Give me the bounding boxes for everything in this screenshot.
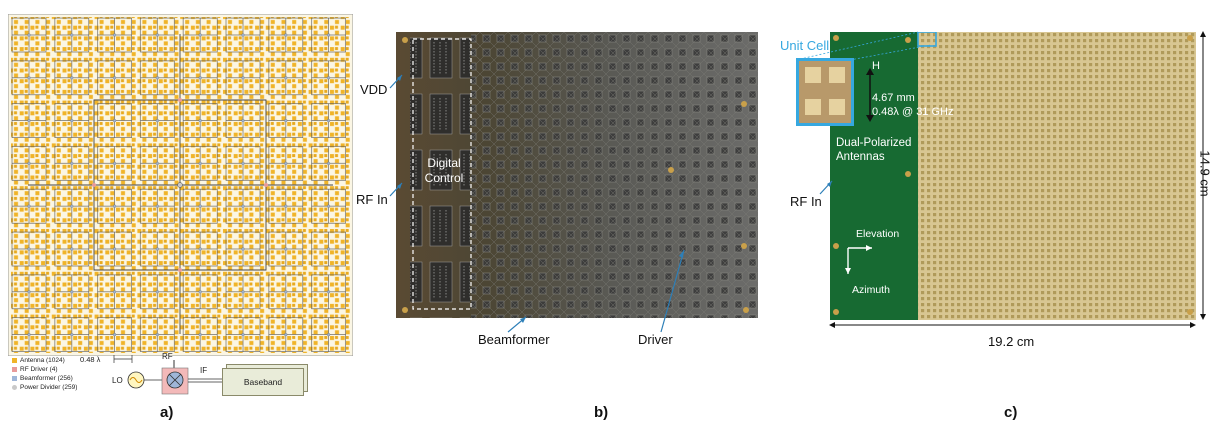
baseband-label: Baseband (243, 377, 283, 387)
rf-driver-swatch (12, 367, 17, 372)
width-label: 19.2 cm (988, 334, 1035, 349)
driver-arrow (660, 249, 685, 333)
spacing-label: 0.48 λ (80, 355, 101, 364)
unit-cell-label: Unit Cell (780, 38, 830, 53)
rf-label: RF (162, 352, 173, 361)
rf-in-label-b: RF In (356, 192, 388, 207)
height-dimension-arrow (1200, 31, 1206, 320)
width-dimension-arrow (829, 322, 1196, 328)
baseband-box: Baseband (222, 368, 304, 396)
patch-4 (829, 99, 845, 115)
spacing-arrow (113, 355, 133, 363)
beamformer-swatch (12, 376, 17, 381)
patch-1 (805, 67, 821, 83)
vdd-arrow (389, 74, 403, 89)
dual-pol-label: Dual-Polarized Antennas (836, 137, 912, 163)
h-label: H (872, 60, 880, 72)
panel-c: Unit Cell H 4.67 mm 0.48λ @ 31 GHz Dual-… (780, 0, 1218, 425)
legend-antenna: Antenna (1024) (12, 357, 65, 364)
antenna-swatch (12, 358, 17, 363)
legend-rf-driver-text: RF Driver (4) (20, 366, 58, 373)
unit-cell-zoom (796, 58, 854, 126)
panel-b: VDD RF In Digital Control Beamformer Dri… (356, 0, 780, 425)
azimuth-label: Azimuth (852, 284, 890, 296)
dimension-arrow (866, 68, 874, 122)
legend-rf-driver: RF Driver (4) (12, 366, 58, 373)
driver-label: Driver (638, 332, 673, 347)
panel-a: Antenna (1024) RF Driver (4) Beamformer … (0, 0, 360, 425)
legend-power-divider: Power Divider (259) (12, 384, 77, 391)
patch-3 (805, 99, 821, 115)
panel-b-label: b) (594, 404, 609, 421)
unit-cell-zoom-lines (795, 31, 930, 61)
legend-antenna-text: Antenna (1024) (20, 357, 65, 364)
panel-a-label: a) (160, 404, 174, 421)
lo-label: LO (112, 376, 123, 385)
beamformer-arrow (507, 316, 527, 333)
dimension-mm: 4.67 mm (872, 92, 915, 104)
digital-control-label: Digital Control (424, 156, 464, 185)
power-divider-swatch (12, 385, 17, 390)
dimension-lambda: 0.48λ @ 31 GHz (872, 106, 954, 118)
orientation-axes (845, 245, 872, 274)
elevation-label: Elevation (856, 228, 900, 240)
rf-chain-diagram (127, 360, 224, 395)
rf-in-label-c: RF In (790, 194, 822, 209)
antenna-array-layout (8, 14, 353, 356)
beamformer-board-photo (396, 32, 758, 318)
rf-in-arrow-b (389, 182, 403, 197)
legend-beamformer-text: Beamformer (256) (20, 375, 73, 382)
legend-power-divider-text: Power Divider (259) (20, 384, 78, 391)
antenna-board-photo (830, 32, 1196, 320)
patch-2 (829, 67, 845, 83)
vdd-label: VDD (360, 82, 388, 97)
height-label: 14.9 cm (1197, 150, 1213, 197)
rf-in-arrow-c (819, 180, 833, 195)
panel-c-label: c) (1004, 404, 1018, 421)
legend-beamformer: Beamformer (256) (12, 375, 73, 382)
beamformer-label: Beamformer (478, 332, 550, 347)
if-label: IF (200, 366, 208, 375)
